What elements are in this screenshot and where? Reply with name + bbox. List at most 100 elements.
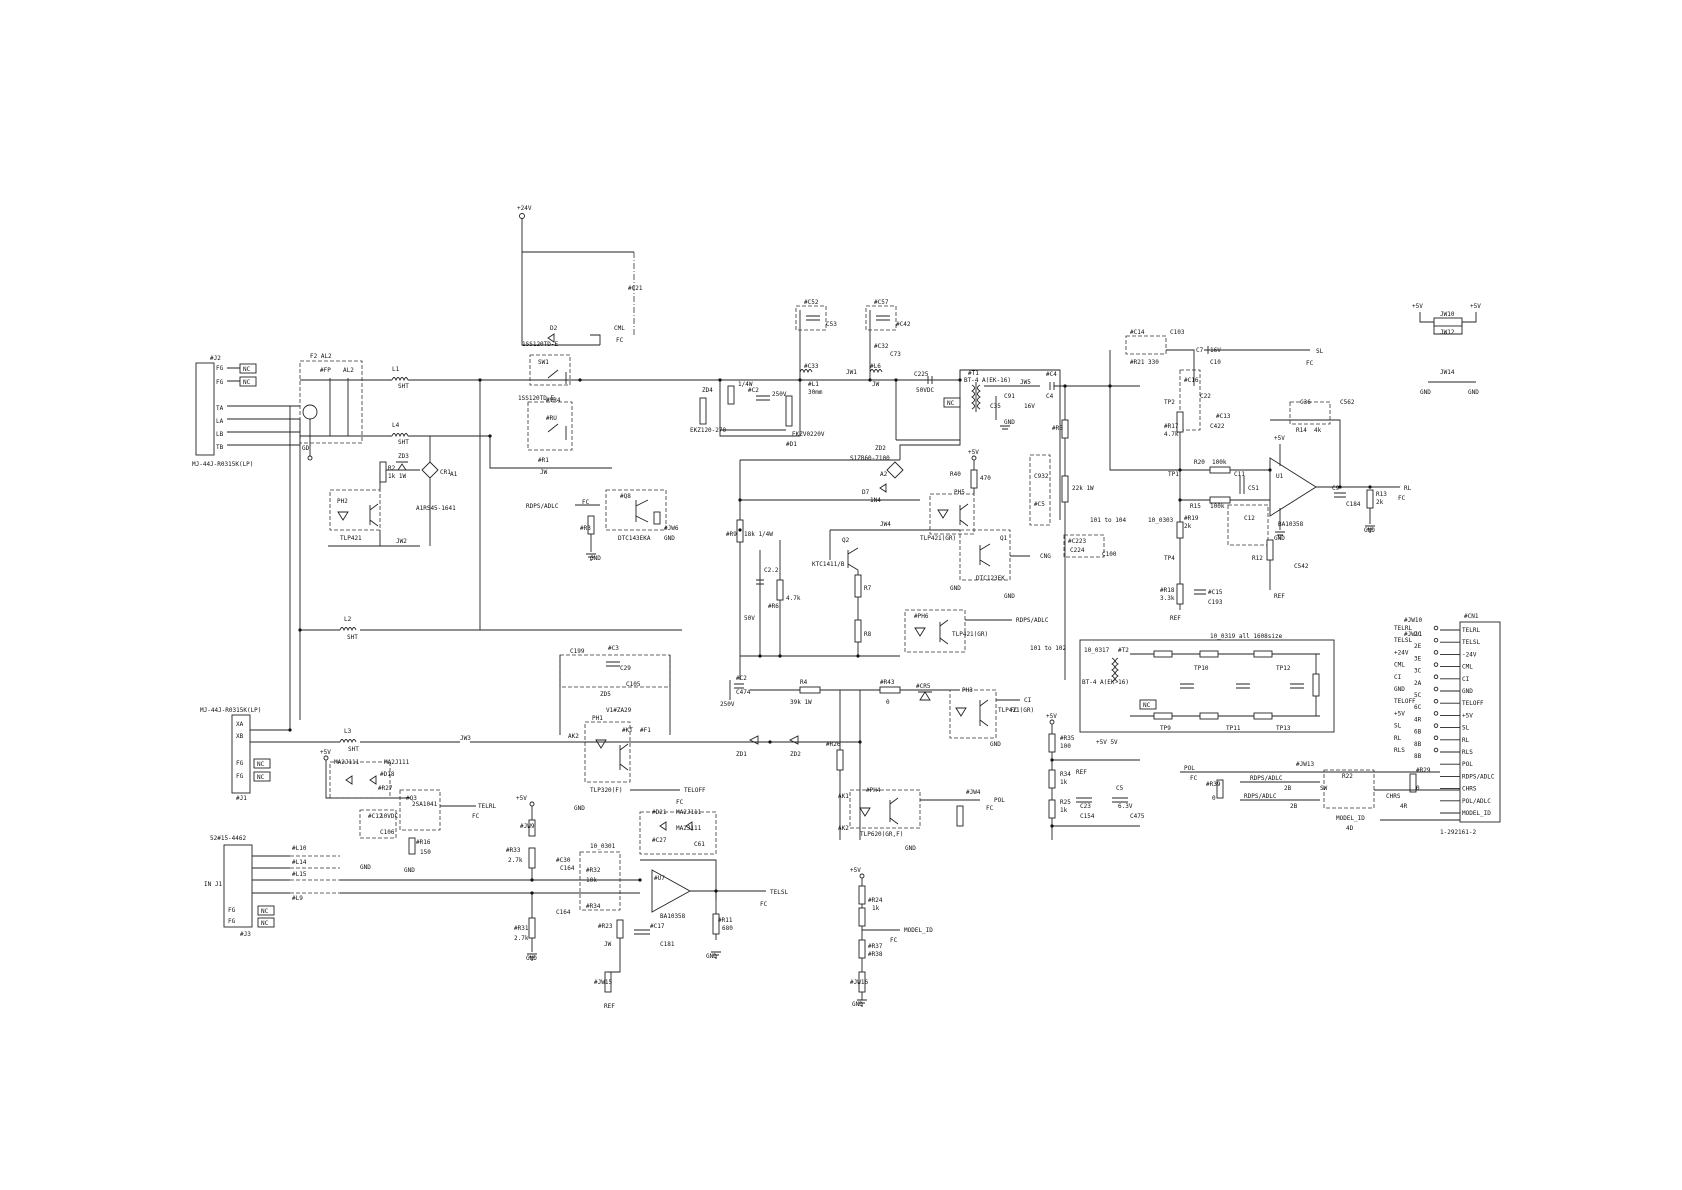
ph4-label: #PH4 <box>866 787 881 794</box>
zd4-value: 1/4W <box>738 381 753 388</box>
cn1-terminal <box>1433 662 1439 667</box>
c30-label: #C30 <box>556 857 571 864</box>
c5-label: #C5 <box>1034 501 1045 508</box>
c10-label: C10 <box>1210 359 1221 366</box>
v1-label: V1#ZA29 <box>606 707 632 714</box>
fg-label: FG <box>216 365 224 372</box>
c4-label: #C4 <box>1046 371 1057 378</box>
q8-label: #Q8 <box>620 493 631 500</box>
junction-dot <box>758 654 762 658</box>
l14-label: #L14 <box>292 859 307 866</box>
r32-value: 10k <box>586 877 597 884</box>
c23-label: C23 <box>1080 803 1091 810</box>
c164-label: C164 <box>560 865 575 872</box>
ref-label: REF <box>604 1003 615 1010</box>
junction-dot <box>488 434 492 438</box>
c223-label: #C223 <box>1068 538 1086 545</box>
r5-label: #R5 <box>1052 425 1063 432</box>
jw15-label: #JW15 <box>594 979 612 986</box>
gnd-label: GND <box>1004 419 1015 426</box>
p5v-label: +5V <box>1470 303 1481 310</box>
cn1-terminal <box>1433 674 1439 680</box>
fc-label: FC <box>676 799 684 806</box>
r18-value: 3.3k <box>1160 595 1175 602</box>
d21-label: #D21 <box>652 809 667 816</box>
c52-label: #C52 <box>804 299 819 306</box>
p5v-label: +5V <box>1046 713 1057 720</box>
r3-label: #R3 <box>580 525 591 532</box>
junction-dot <box>578 378 582 382</box>
l9-label: #L9 <box>292 895 303 902</box>
t1-part: BT-4 A(EK-16) <box>964 377 1011 384</box>
r6-label: #R6 <box>768 603 779 610</box>
ak1-label: AK1 <box>838 793 849 800</box>
jw16-label: #JW16 <box>850 979 868 986</box>
r38-label: #R38 <box>868 951 883 958</box>
u7-part: BA10358 <box>660 913 686 920</box>
teloff-label: TELOFF <box>684 787 706 794</box>
r15-label: R15 <box>1190 503 1201 510</box>
r34-label: R34 <box>1060 771 1071 778</box>
l1-label: #L1 <box>808 381 819 388</box>
junction-dots <box>288 378 1372 895</box>
pnum: 4D <box>1346 825 1354 832</box>
c73-label: C73 <box>890 351 901 358</box>
junction-dot <box>868 378 872 382</box>
bridge-part: A1RS45-1641 <box>416 505 456 512</box>
filter-block: 10_0319 all 1608size 101 to 102 10_0317 … <box>1030 633 1335 733</box>
cn1-pin-label: MODEL_ID <box>1462 810 1491 817</box>
ph3-part: TLP421(GR) <box>998 707 1034 714</box>
c7-label: C7 <box>1196 347 1204 354</box>
r40-label: R40 <box>950 471 961 478</box>
tel-interface: +5V MA2J111 MA2J111 #D18 #R27 #Q3 2SA104… <box>204 749 933 1010</box>
r9-label: #R9 <box>726 531 737 538</box>
ph2-label: PH2 <box>337 498 348 505</box>
cn1-pin-label: RL <box>1462 737 1470 744</box>
r23-label: #R23 <box>598 923 613 930</box>
tp12-label: TP12 <box>1276 665 1291 672</box>
junction-dot <box>798 378 802 382</box>
r39-value: 0 <box>1212 795 1216 802</box>
junction-dot <box>478 378 482 382</box>
a2-label: A2 <box>880 471 888 478</box>
c12-label: #C12 <box>368 813 383 820</box>
tp11-label: TP11 <box>1226 725 1241 732</box>
c3-label: #C3 <box>608 645 619 652</box>
vr-part: EKZ120-270 <box>690 427 727 434</box>
f1-label: #F1 <box>640 727 651 734</box>
r37-label: #R37 <box>868 943 883 950</box>
jw4-label: #JW4 <box>966 789 981 796</box>
d7-part: 1N4 <box>870 497 881 504</box>
fc-label: FC <box>582 499 590 506</box>
tap-label: 101 to 104 <box>1090 517 1127 524</box>
r31-value: 2.7k <box>514 935 529 942</box>
p5v-label: +5V <box>850 867 861 874</box>
ext-connector-label: 52#15-4462 <box>210 835 247 842</box>
junction-dot <box>958 378 962 382</box>
connector-cn1: #CN1 1-292161-2 TELRLTELSL-24VCMLCIGNDTE… <box>1180 613 1501 836</box>
gnd-label: GND <box>1274 535 1285 542</box>
r14-label: R14 <box>1296 427 1307 434</box>
jw6-label: #JW6 <box>664 525 679 532</box>
cn1-pin-label: CHRS <box>1462 786 1477 793</box>
r20-value: 100k <box>1212 459 1227 466</box>
r24-value: 1k <box>872 905 880 912</box>
ph1-label: PH1 <box>592 715 603 722</box>
ph6-part: TLP421(GR) <box>952 631 988 638</box>
telsl-label: TELSL <box>770 889 788 896</box>
u1-label: U1 <box>1276 473 1284 480</box>
ak2-label: AK2 <box>568 733 579 740</box>
r4-label: R4 <box>800 679 808 686</box>
r29-value: 0 <box>1416 785 1420 792</box>
q2-part: KTC1411/B <box>812 561 845 568</box>
r40-value: 470 <box>980 475 991 482</box>
c199-label: C199 <box>570 648 585 655</box>
jw14-label: JW14 <box>1440 369 1455 376</box>
ph5-part: TLP421(GR) <box>920 535 956 542</box>
ref-label: REF <box>1274 593 1285 600</box>
gnd-label: GND <box>404 867 415 874</box>
t2-label: #T2 <box>1118 647 1129 654</box>
relay-part: 1SS120TD-E <box>518 395 555 402</box>
cn1-pin-number: 2E <box>1414 643 1422 650</box>
cn1-pin-label: SL <box>1462 725 1470 732</box>
